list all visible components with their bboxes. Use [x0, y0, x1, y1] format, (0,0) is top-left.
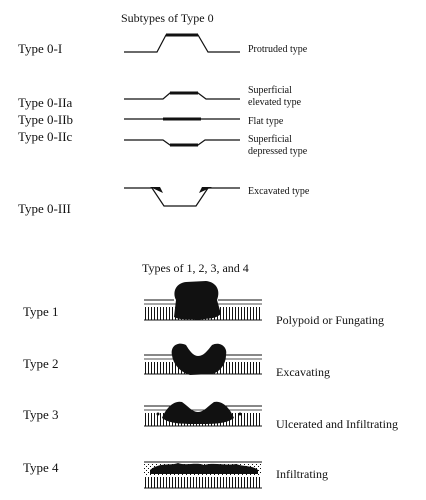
- type-3-shape: [144, 401, 262, 427]
- types-1-4-title: Types of 1, 2, 3, and 4: [142, 261, 249, 275]
- type-0-iib-shape: [124, 117, 240, 121]
- type-0-iia-label: Type 0-IIa: [18, 95, 73, 110]
- type-1-shape: [144, 281, 262, 321]
- type-0-iib-label: Type 0-IIb: [18, 112, 74, 127]
- type-3-desc: Ulcerated and Infiltrating: [276, 417, 398, 431]
- type-0-iic-shape: [124, 139, 240, 147]
- type-4-desc: Infiltrating: [276, 467, 328, 481]
- type-0-i-desc: Protruded type: [248, 44, 308, 55]
- type-0-iic-desc-line1: Superficial: [248, 134, 292, 145]
- type-0-iic-desc-line2: depressed type: [248, 146, 308, 157]
- type-4-label: Type 4: [23, 460, 59, 475]
- type-2-label: Type 2: [23, 356, 59, 371]
- type-3-label: Type 3: [23, 407, 59, 422]
- type-2-desc: Excavating: [276, 365, 330, 379]
- subtypes-title: Subtypes of Type 0: [121, 11, 214, 25]
- type-0-iia-shape: [124, 91, 240, 100]
- type-0-iia-desc-line1: Superficial: [248, 85, 292, 96]
- type-0-iia-desc-line2: elevated type: [248, 97, 302, 108]
- type-0-iii-desc: Excavated type: [248, 186, 310, 197]
- type-0-iii-shape: [124, 187, 240, 207]
- type-0-iii-label: Type 0-III: [18, 201, 71, 216]
- type-0-iic-label: Type 0-IIc: [18, 129, 73, 144]
- type-0-iib-desc: Flat type: [248, 116, 284, 127]
- type-2-shape: [144, 343, 262, 375]
- type-1-label: Type 1: [23, 304, 59, 319]
- type-4-shape: [144, 461, 262, 489]
- type-0-i-label: Type 0-I: [18, 41, 63, 56]
- type-1-desc: Polypoid or Fungating: [276, 313, 385, 327]
- type-0-i-shape: [124, 33, 240, 53]
